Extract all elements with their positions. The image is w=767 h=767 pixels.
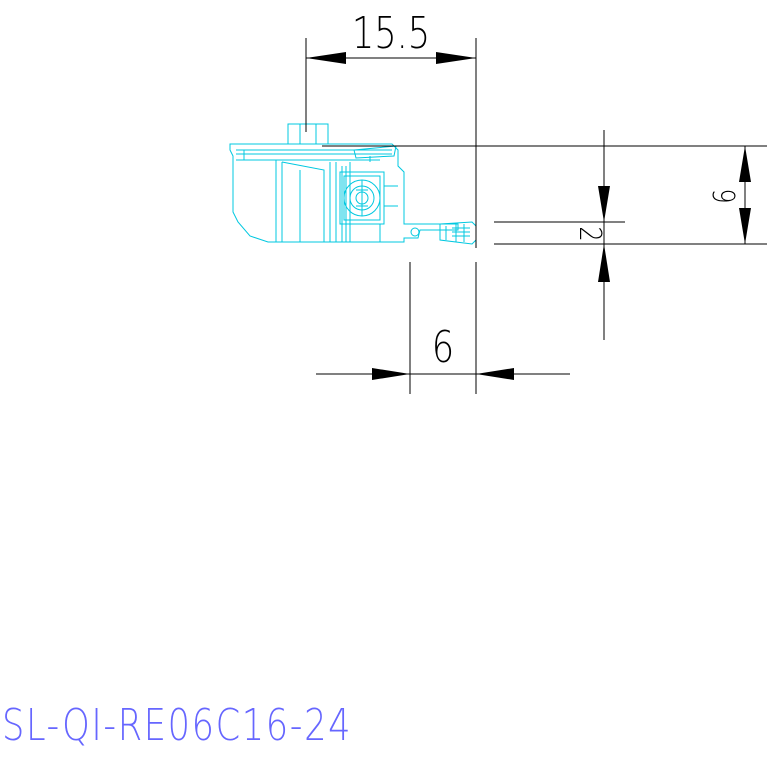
dimension-label-2: 2 <box>572 226 606 241</box>
dimension-arrows <box>306 52 751 380</box>
dimension-lines <box>305 38 767 394</box>
dimension-label-9: 9 <box>705 188 739 203</box>
dimension-label-15-5: 15.5 <box>352 8 430 59</box>
dimension-label-6: 6 <box>432 322 454 373</box>
part-code-label: SL-QI-RE06C16-24 <box>2 700 353 751</box>
tool-holder-outline <box>229 123 477 245</box>
